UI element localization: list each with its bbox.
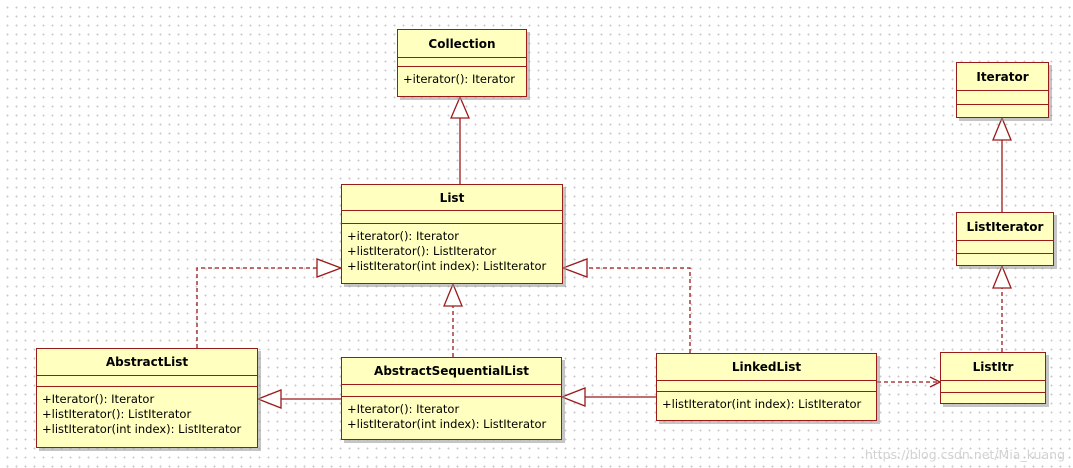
realization-arrowhead: [443, 282, 463, 307]
operation: +listIterator(int index): ListIterator: [347, 417, 547, 431]
class-attributes: [957, 91, 1048, 105]
operation: +listIterator(int index): ListIterator: [42, 422, 242, 436]
class-name: Collection: [398, 30, 526, 58]
class-operations: +listIterator(int index): ListIterator: [657, 392, 876, 415]
class-name: LinkedList: [657, 354, 876, 381]
class-abstractsequentiallist[interactable]: AbstractSequentialList +Iterator(): Iter…: [341, 357, 562, 440]
operation: +listIterator(): ListIterator: [42, 407, 192, 421]
class-name: AbstractList: [37, 349, 257, 376]
class-abstractlist[interactable]: AbstractList +Iterator(): Iterator +list…: [36, 348, 258, 448]
class-name: Iterator: [957, 63, 1048, 91]
class-name: List: [342, 185, 562, 211]
generalization-arrowhead: [560, 387, 586, 407]
class-name: ListIterator: [957, 213, 1053, 241]
class-listiterator[interactable]: ListIterator: [956, 212, 1054, 266]
class-operations: +iterator(): Iterator +listIterator(): L…: [342, 224, 562, 277]
class-name: ListItr: [941, 353, 1045, 381]
class-listitr[interactable]: ListItr: [940, 352, 1046, 404]
operation: +Iterator(): Iterator: [42, 392, 155, 406]
watermark: https://blog.csdn.net/Mia_kuang: [864, 447, 1065, 462]
operation: +listIterator(int index): ListIterator: [347, 259, 547, 273]
edge-abstractlist-to-list: [196, 267, 317, 348]
class-linkedlist[interactable]: LinkedList +listIterator(int index): Lis…: [656, 353, 877, 421]
class-attributes: [342, 385, 561, 397]
class-operations: +Iterator(): Iterator +listIterator(int …: [342, 397, 561, 435]
operation: +listIterator(): ListIterator: [347, 244, 497, 258]
realization-arrowhead: [316, 258, 343, 278]
class-name: AbstractSequentialList: [342, 358, 561, 385]
class-attributes: [398, 58, 526, 67]
operation: +iterator(): Iterator: [347, 229, 459, 243]
class-attributes: [37, 376, 257, 387]
class-attributes: [957, 241, 1053, 254]
operation: +listIterator(int index): ListIterator: [662, 397, 862, 411]
generalization-arrowhead: [992, 116, 1012, 141]
class-attributes: [657, 381, 876, 392]
class-operations: +Iterator(): Iterator +listIterator(): L…: [37, 387, 257, 440]
class-collection[interactable]: Collection +iterator(): Iterator: [397, 29, 527, 97]
generalization-arrowhead: [256, 389, 282, 409]
class-list[interactable]: List +iterator(): Iterator +listIterator…: [341, 184, 563, 284]
class-operations: +iterator(): Iterator: [398, 67, 526, 90]
class-iterator[interactable]: Iterator: [956, 62, 1049, 118]
class-attributes: [941, 381, 1045, 393]
generalization-arrowhead: [450, 95, 470, 119]
operation: +Iterator(): Iterator: [347, 402, 460, 416]
realization-arrowhead: [992, 264, 1012, 289]
edge-linkedlist-to-list: [587, 267, 691, 353]
realization-arrowhead: [561, 258, 588, 278]
class-attributes: [342, 211, 562, 224]
operation: +iterator(): Iterator: [403, 72, 515, 86]
